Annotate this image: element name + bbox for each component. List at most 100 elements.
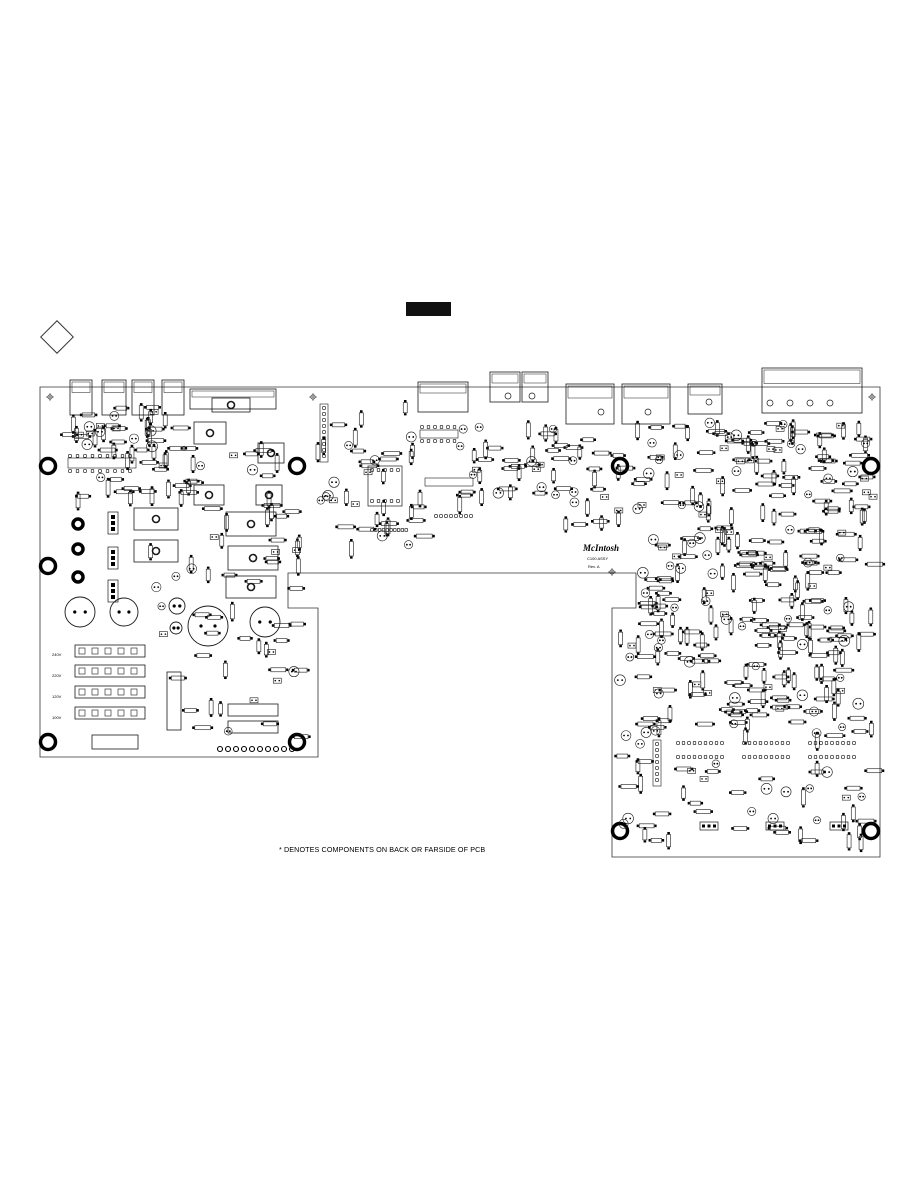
right-upper-resistor (636, 477, 651, 482)
right-upper-capacitor (795, 444, 806, 455)
right-edge-resistor (636, 674, 650, 680)
pad (381, 468, 385, 472)
connector-outline (161, 379, 185, 416)
left-input-resistor (129, 447, 135, 462)
pad (359, 410, 363, 413)
pad (797, 529, 800, 533)
pad (731, 827, 734, 830)
pad (139, 419, 143, 422)
right-upper-resistor (856, 436, 871, 442)
pad (787, 528, 790, 531)
pad (412, 436, 415, 438)
right-middle-resistor (720, 565, 725, 578)
pad (863, 442, 865, 445)
pad (749, 713, 752, 717)
pad (769, 556, 771, 559)
pad (665, 471, 669, 474)
pad (824, 467, 827, 470)
right-upper-resistor (859, 509, 865, 524)
pad (570, 487, 574, 490)
screw-hole (205, 428, 215, 438)
pad (864, 769, 867, 773)
right-upper-transistor (773, 447, 783, 453)
pad (642, 592, 645, 594)
pad (828, 626, 831, 630)
right-lower-capacitor (650, 726, 661, 736)
pad (755, 472, 759, 475)
pad (201, 481, 204, 484)
pad (736, 532, 739, 535)
right-edge-capacitor (625, 652, 635, 662)
pad (556, 493, 559, 496)
pad (274, 679, 277, 682)
pad (157, 586, 160, 589)
right-middle-resistor (830, 625, 843, 631)
pad (418, 505, 422, 508)
left-input-resistor (151, 446, 157, 459)
right-middle-resistor (867, 561, 883, 567)
connector-inner (491, 373, 519, 384)
pad (224, 660, 227, 663)
ic-pad (841, 741, 845, 745)
pad (809, 539, 813, 543)
pad (476, 426, 479, 429)
ic-pad (655, 766, 659, 770)
heatsink-outline (133, 539, 179, 563)
ic-pad (830, 755, 834, 759)
pad (291, 668, 295, 672)
right-middle-resistor (767, 582, 780, 588)
right-lower-resistor (814, 734, 820, 749)
ic-pad (90, 469, 95, 473)
pad (253, 449, 256, 452)
power-lower-resistor (263, 721, 277, 727)
pad (741, 439, 744, 443)
pad (150, 486, 154, 489)
pad (788, 705, 791, 709)
digital-section-capacitor (474, 422, 484, 432)
right-lower-resistor (856, 634, 862, 650)
pad (709, 572, 712, 575)
right-upper-resistor (817, 454, 829, 460)
right-lower-capacitor (640, 727, 652, 738)
pad (290, 670, 293, 673)
right-upper-resistor (760, 505, 766, 520)
right-middle-resistor (670, 614, 675, 626)
right-lower-resistor (743, 729, 748, 743)
left-input-resistor (82, 412, 96, 418)
pad (763, 565, 767, 568)
pad (827, 637, 830, 641)
pad (736, 697, 738, 699)
right-lower-transistor (763, 684, 773, 690)
pad (652, 812, 656, 816)
pad (605, 496, 608, 498)
pad (822, 460, 826, 463)
right-middle-resistor (731, 575, 736, 591)
pad (682, 785, 685, 788)
pad (526, 437, 530, 440)
pad (111, 550, 115, 554)
ic-pad (426, 439, 431, 443)
pad (667, 847, 670, 850)
pad (788, 617, 791, 620)
right-lower-resistor (831, 680, 837, 694)
pad (220, 507, 223, 510)
pad (655, 591, 658, 595)
ic-pad (420, 439, 424, 443)
left-mid-resistor (116, 489, 133, 495)
input-buffer-resistor (594, 450, 610, 456)
pad (550, 428, 553, 430)
right-upper-resistor (845, 460, 861, 466)
power-section-resistor (284, 509, 300, 514)
right-middle-resistor (770, 567, 787, 572)
control-section-resistor (381, 502, 386, 514)
pad (656, 663, 660, 666)
pad (839, 531, 841, 534)
pad (502, 459, 505, 462)
pad (111, 562, 115, 566)
pad (544, 424, 548, 427)
ic-pad (655, 742, 659, 746)
pad (744, 791, 747, 794)
pad (702, 587, 706, 590)
pad (148, 426, 151, 430)
right-lower-resistor (790, 719, 805, 725)
